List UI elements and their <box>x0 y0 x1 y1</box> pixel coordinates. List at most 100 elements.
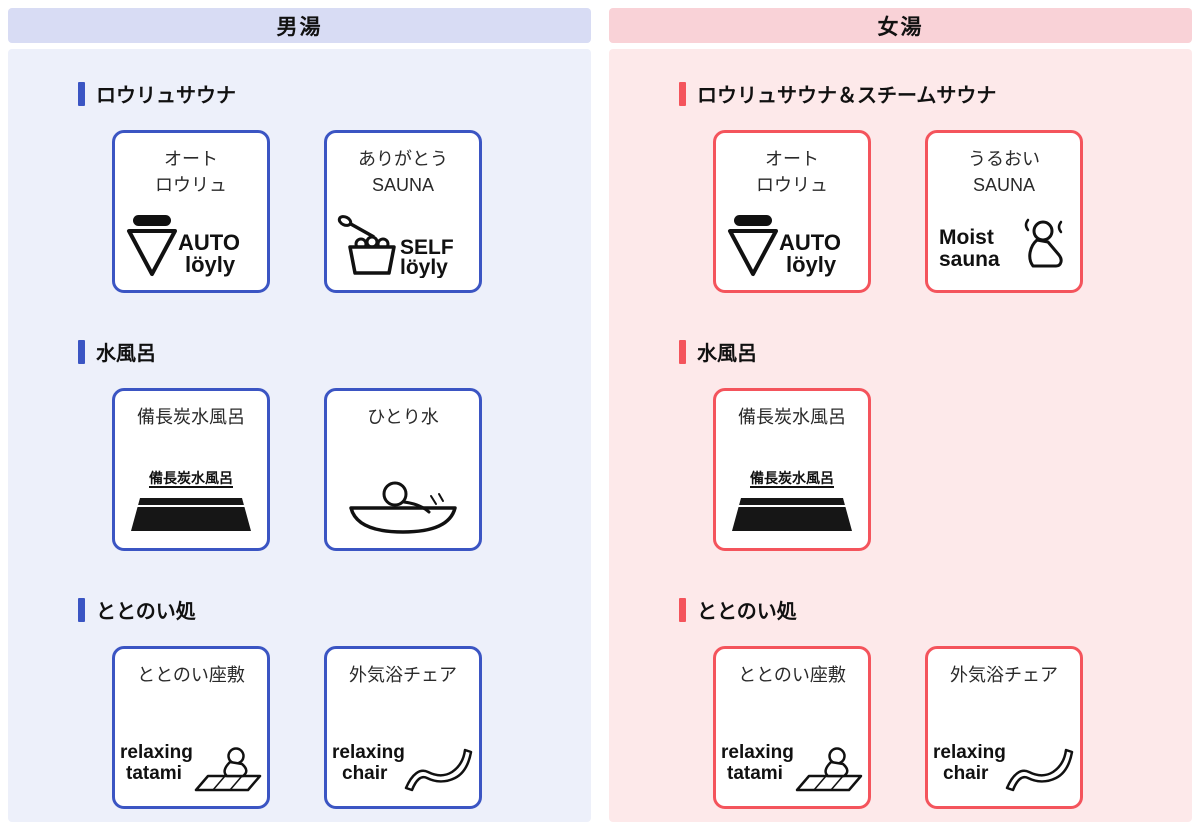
card-label: 外気浴チェア <box>349 662 457 688</box>
auto-loyly-icon: AUTO löyly <box>124 214 258 278</box>
card-label-line: SAUNA <box>371 175 434 196</box>
svg-text:SELF: SELF <box>400 236 454 259</box>
section-heading: ロウリュサウナ＆スチームサウナ <box>679 79 1192 108</box>
relaxing-chair-icon: relaxing chair <box>933 732 1075 794</box>
binchotan-bath-icon: 備長炭水風呂 <box>725 468 859 536</box>
womens-bath-column: 女湯 ロウリュサウナ＆スチームサウナ オート ロウリュ <box>609 8 1192 822</box>
card-label-line: オート <box>164 149 218 169</box>
section-heading-label: ととのい処 <box>697 601 797 623</box>
svg-text:備長炭水風呂: 備長炭水風呂 <box>149 470 233 486</box>
card-label-line: ロウリュ <box>155 175 227 196</box>
card-label-line: 外気浴チェア <box>349 665 457 685</box>
svg-text:löyly: löyly <box>400 256 448 278</box>
svg-text:chair: chair <box>342 763 388 784</box>
svg-text:sauna: sauna <box>939 248 1000 271</box>
card-row: 備長炭水風呂 備長炭水風呂 <box>112 388 591 551</box>
card-uruoi-sauna: うるおい SAUNA Moist sauna <box>925 130 1083 293</box>
section-heading: 水風呂 <box>679 337 1192 366</box>
card-label-line: オート <box>765 149 819 169</box>
section-heading: 水風呂 <box>78 337 591 366</box>
svg-text:tatami: tatami <box>727 763 783 784</box>
card-row: 備長炭水風呂 備長炭水風呂 <box>713 388 1192 551</box>
svg-text:relaxing: relaxing <box>721 742 794 763</box>
card-auto-loyly: オート ロウリュ AUTO löyly <box>112 130 270 293</box>
card-auto-loyly: オート ロウリュ AUTO löyly <box>713 130 871 293</box>
section-accent-bar <box>78 339 85 364</box>
card-label: 外気浴チェア <box>950 662 1058 688</box>
card-row: ととのい座敷 relaxing tatami <box>713 646 1192 809</box>
section-accent-bar <box>679 339 686 364</box>
card-totonoi-zashiki: ととのい座敷 relaxing tatami <box>112 646 270 809</box>
section-totonoi: ととのい処 ととのい座敷 relaxing tatami <box>78 595 591 809</box>
card-label: うるおい SAUNA <box>968 146 1040 198</box>
section-heading-label: 水風呂 <box>96 343 156 365</box>
svg-text:relaxing: relaxing <box>120 742 193 763</box>
card-totonoi-zashiki: ととのい座敷 relaxing tatami <box>713 646 871 809</box>
svg-text:löyly: löyly <box>185 252 236 277</box>
card-label-line: ととのい座敷 <box>137 665 245 685</box>
mens-bath-column: 男湯 ロウリュサウナ オート ロウリュ <box>8 8 591 822</box>
section-accent-bar <box>78 597 85 622</box>
card-label-line: 外気浴チェア <box>950 665 1058 685</box>
section-cold-bath: 水風呂 備長炭水風呂 備長炭水風呂 <box>679 337 1192 551</box>
mens-bath-header: 男湯 <box>8 8 591 43</box>
card-label-line: ひとり水 <box>367 407 439 427</box>
card-label-line: ととのい座敷 <box>738 665 846 685</box>
moist-sauna-icon: Moist sauna <box>937 214 1071 278</box>
card-label: 備長炭水風呂 <box>738 404 846 430</box>
mens-bath-panel: ロウリュサウナ オート ロウリュ AUTO <box>8 49 591 822</box>
card-label-line: ロウリュ <box>756 175 828 196</box>
svg-text:chair: chair <box>943 763 989 784</box>
svg-text:relaxing: relaxing <box>933 742 1006 763</box>
auto-loyly-icon: AUTO löyly <box>725 214 859 278</box>
card-label: ひとり水 <box>367 404 438 430</box>
section-accent-bar <box>679 597 686 622</box>
svg-text:Moist: Moist <box>939 226 994 249</box>
section-accent-bar <box>679 81 686 106</box>
section-heading-label: ロウリュサウナ＆スチームサウナ <box>697 85 997 107</box>
section-heading-label: 水風呂 <box>697 343 757 365</box>
card-label: 備長炭水風呂 <box>137 404 245 430</box>
svg-text:備長炭水風呂: 備長炭水風呂 <box>750 470 834 486</box>
card-gaikiyoku-chair: 外気浴チェア relaxing chair <box>324 646 482 809</box>
binchotan-bath-icon: 備長炭水風呂 <box>124 468 258 536</box>
section-heading: ととのい処 <box>78 595 591 624</box>
section-totonoi: ととのい処 ととのい座敷 relaxing tatami <box>679 595 1192 809</box>
section-cold-bath: 水風呂 備長炭水風呂 備長炭水風呂 <box>78 337 591 551</box>
card-row: ととのい座敷 relaxing tatami <box>112 646 591 809</box>
card-hitori-mizu: ひとり水 <box>324 388 482 551</box>
svg-text:löyly: löyly <box>786 252 837 277</box>
relaxing-chair-icon: relaxing chair <box>332 732 474 794</box>
svg-text:tatami: tatami <box>126 763 182 784</box>
svg-text:relaxing: relaxing <box>332 742 405 763</box>
card-label-line: 備長炭水風呂 <box>137 407 245 427</box>
relaxing-tatami-icon: relaxing tatami <box>721 732 863 794</box>
svg-text:AUTO: AUTO <box>178 230 240 255</box>
card-label: オート ロウリュ <box>155 146 227 198</box>
mens-bath-title: 男湯 <box>276 15 323 39</box>
card-arigatou-sauna: ありがとう SAUNA SELF <box>324 130 482 293</box>
card-binchotan-bath: 備長炭水風呂 備長炭水風呂 <box>713 388 871 551</box>
self-loyly-icon: SELF löyly <box>336 214 470 278</box>
section-heading-label: ととのい処 <box>96 601 196 623</box>
relaxing-tatami-icon: relaxing tatami <box>120 732 262 794</box>
card-label: ととのい座敷 <box>738 662 846 688</box>
womens-bath-header: 女湯 <box>609 8 1192 43</box>
card-gaikiyoku-chair: 外気浴チェア relaxing chair <box>925 646 1083 809</box>
card-row: オート ロウリュ AUTO löyly <box>713 130 1192 293</box>
section-heading: ロウリュサウナ <box>78 79 591 108</box>
card-label-line: うるおい <box>968 149 1040 169</box>
solo-bath-icon <box>347 472 459 536</box>
card-label: ととのい座敷 <box>137 662 245 688</box>
section-heading: ととのい処 <box>679 595 1192 624</box>
section-accent-bar <box>78 81 85 106</box>
card-label-line: ありがとう <box>358 149 448 169</box>
card-row: オート ロウリュ AUTO löyly <box>112 130 591 293</box>
section-loyly-sauna: ロウリュサウナ オート ロウリュ AUTO <box>78 79 591 293</box>
womens-bath-title: 女湯 <box>877 15 924 39</box>
section-heading-label: ロウリュサウナ <box>96 85 236 107</box>
card-label: ありがとう SAUNA <box>358 146 448 198</box>
section-loyly-steam-sauna: ロウリュサウナ＆スチームサウナ オート ロウリュ AUTO <box>679 79 1192 293</box>
womens-bath-panel: ロウリュサウナ＆スチームサウナ オート ロウリュ AUTO <box>609 49 1192 822</box>
